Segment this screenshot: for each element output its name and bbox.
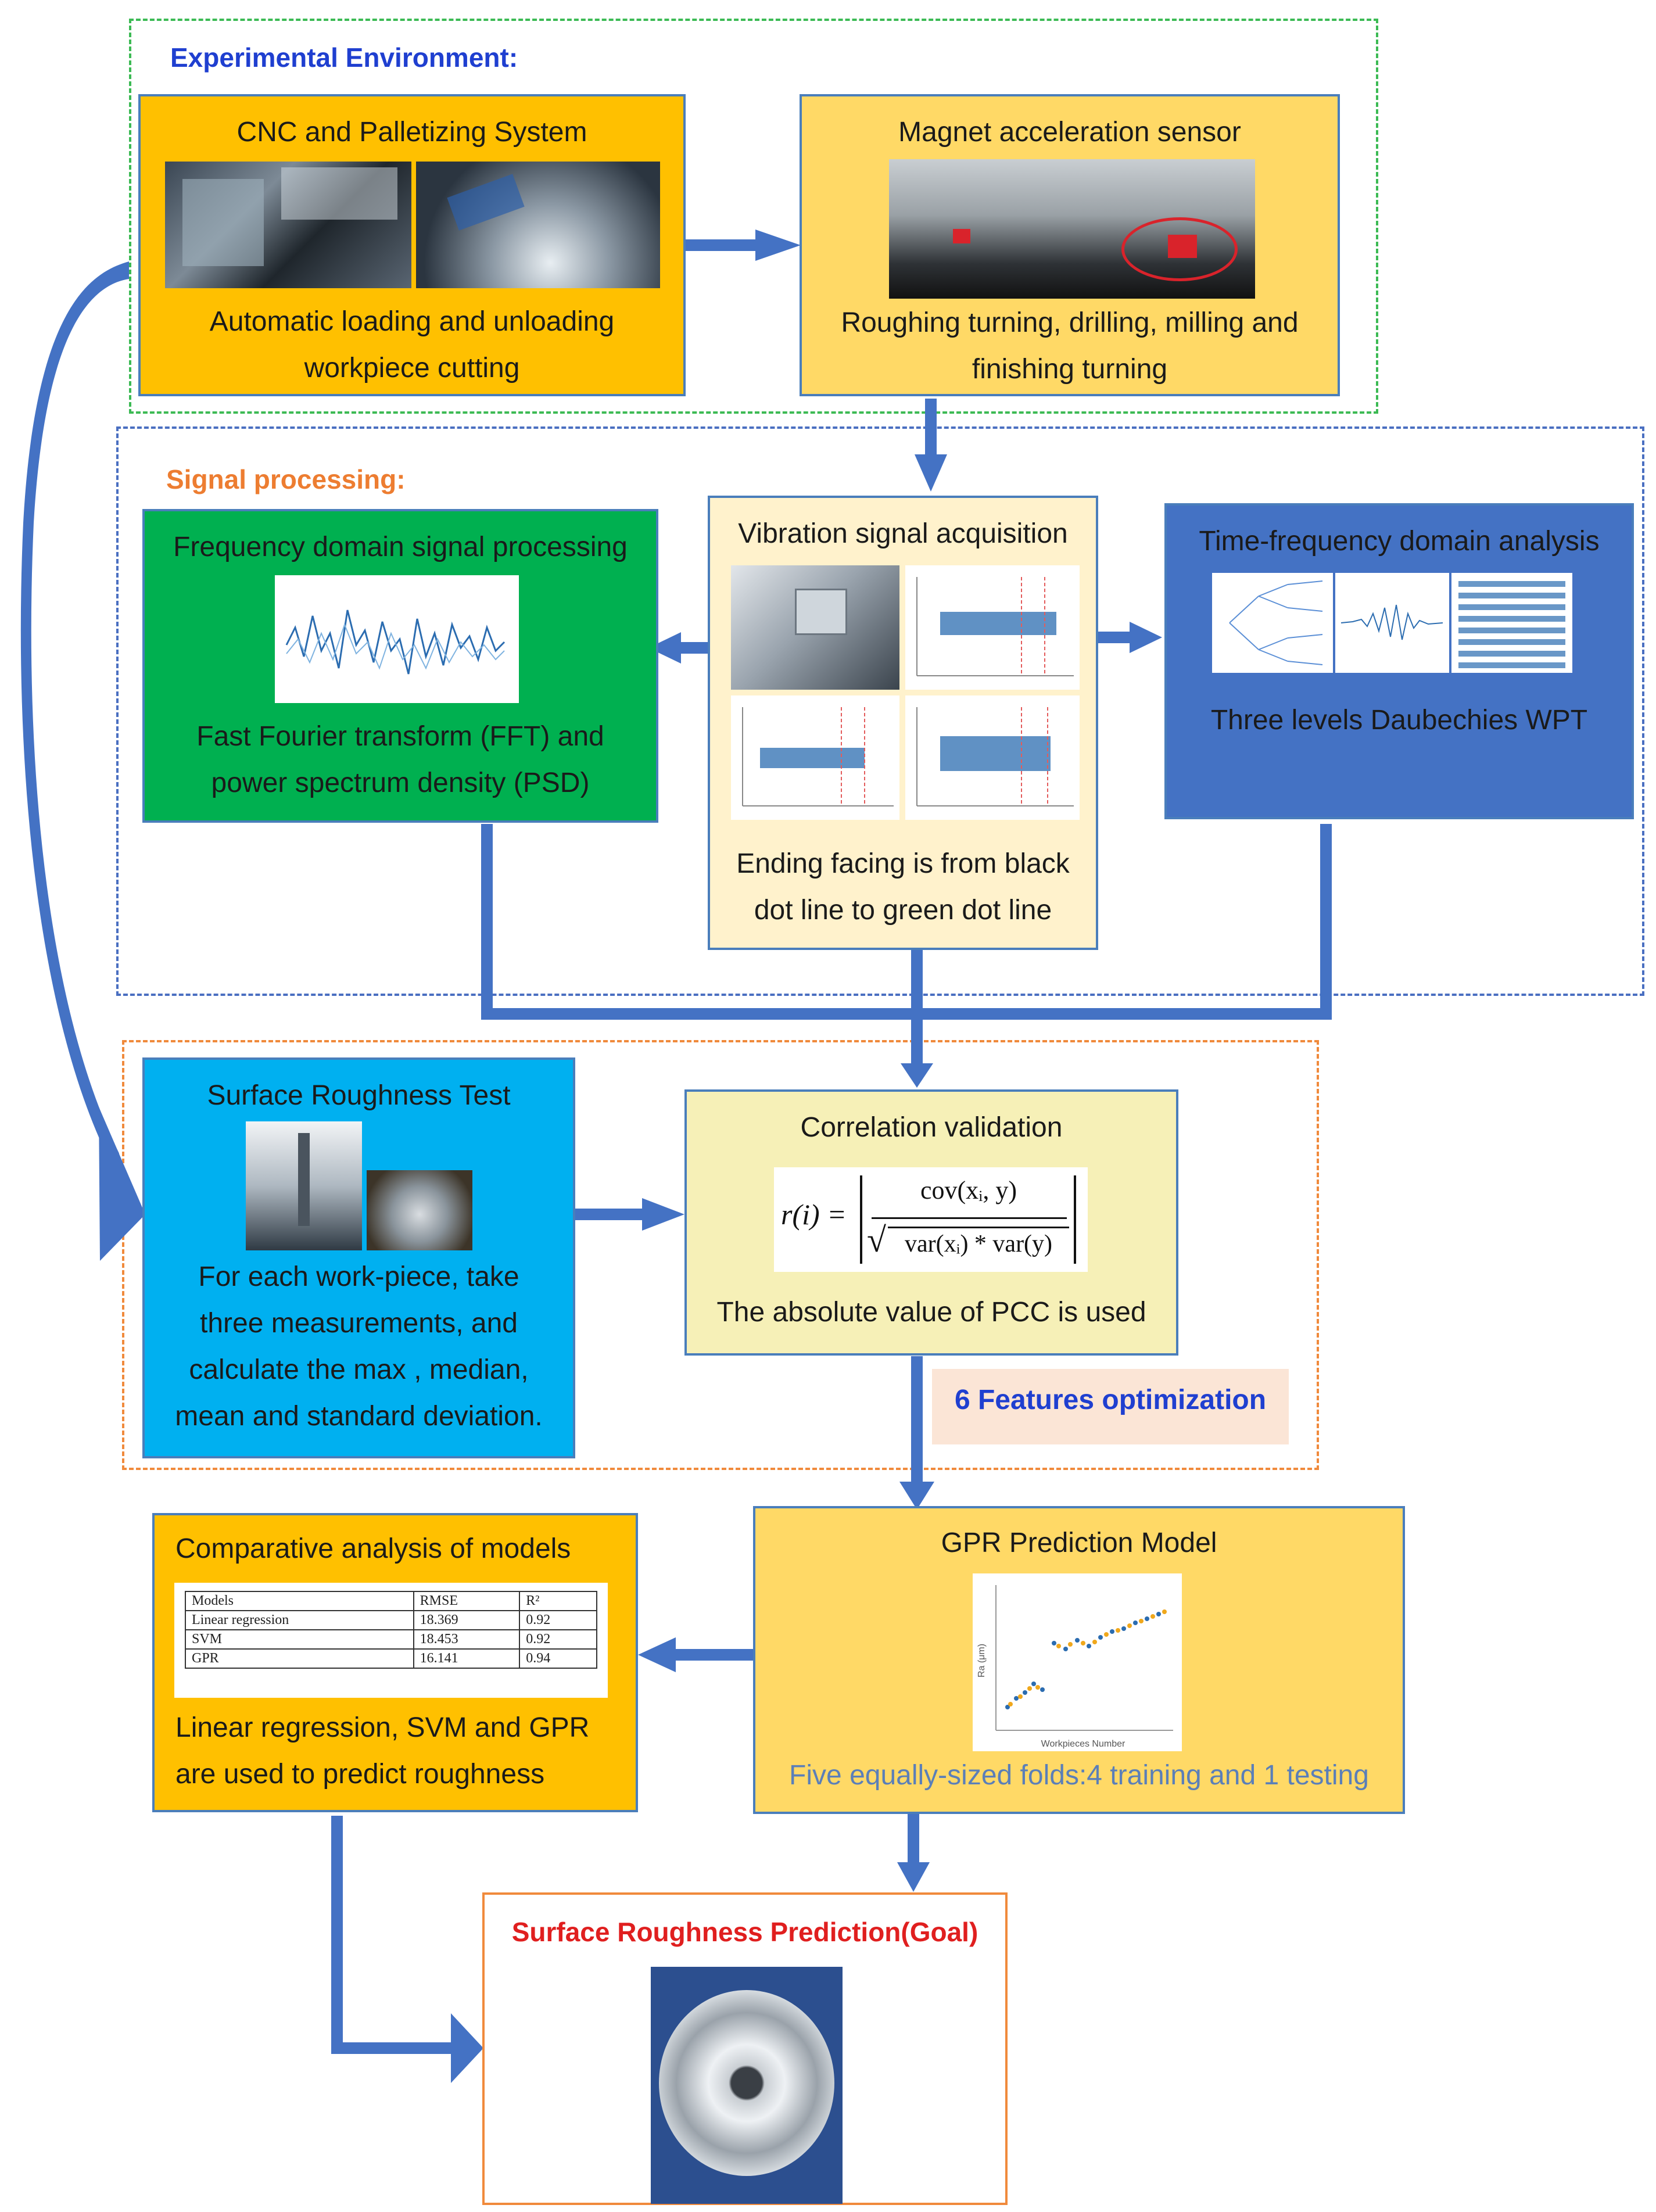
formula-sqrt-sign: √ bbox=[867, 1221, 886, 1259]
correlation-validation-box: Correlation validation r(i) = cov(xᵢ, y)… bbox=[684, 1089, 1178, 1356]
vibration-plot-1 bbox=[905, 565, 1080, 690]
cell-model: GPR bbox=[185, 1648, 414, 1669]
time-frequency-box: Time-frequency domain analysis Thr bbox=[1164, 503, 1634, 819]
frequency-domain-box: Frequency domain signal processing Fast … bbox=[142, 509, 658, 823]
cell-rmse: 16.141 bbox=[413, 1648, 521, 1669]
formula-denominator: var(xᵢ) * var(y) bbox=[904, 1231, 1053, 1257]
cell-r2: 0.92 bbox=[519, 1610, 597, 1630]
cnc-palletizing-box: CNC and Palletizing System Automatic loa… bbox=[138, 94, 686, 396]
wpt-signal-plot bbox=[1335, 573, 1449, 673]
magnet-box-line1: Roughing turning, drilling, milling and bbox=[841, 307, 1299, 338]
pcc-formula: r(i) = cov(xᵢ, y) √ var(xᵢ) * var(y) bbox=[774, 1167, 1088, 1272]
finished-workpiece-photo bbox=[651, 1967, 843, 2204]
compare-box-title: Comparative analysis of models bbox=[175, 1533, 571, 1564]
srt-box-line1: For each work-piece, take bbox=[198, 1261, 519, 1292]
roughness-correlation-frame bbox=[122, 1040, 1319, 1470]
srt-box-title: Surface Roughness Test bbox=[207, 1080, 511, 1111]
header-rmse: RMSE bbox=[413, 1591, 521, 1611]
cnc-machine-photo-right bbox=[416, 162, 660, 288]
vibration-plot-3 bbox=[905, 695, 1080, 820]
cell-r2: 0.92 bbox=[519, 1629, 597, 1650]
tf-box-title: Time-frequency domain analysis bbox=[1199, 526, 1600, 557]
gpr-prediction-box: GPR Prediction Model Workpieces Number R… bbox=[753, 1506, 1405, 1814]
vibration-plot-2 bbox=[731, 695, 899, 820]
table-row: SVM 18.453 0.92 bbox=[185, 1629, 597, 1650]
formula-abs-left bbox=[860, 1175, 862, 1264]
experimental-environment-title: Experimental Environment: bbox=[170, 42, 518, 73]
cnc-box-line2: workpiece cutting bbox=[304, 353, 520, 383]
gpr-box-caption: Five equally-sized folds:4 training and … bbox=[789, 1760, 1369, 1791]
freq-box-title: Frequency domain signal processing bbox=[173, 532, 628, 562]
features-optimization-text: 6 Features optimization bbox=[954, 1385, 1267, 1415]
gpr-box-title: GPR Prediction Model bbox=[941, 1528, 1217, 1558]
models-table-panel: Models RMSE R² Linear regression 18.369 … bbox=[174, 1583, 608, 1698]
vib-box-line1: Ending facing is from black bbox=[736, 848, 1070, 879]
cell-rmse: 18.453 bbox=[413, 1629, 521, 1650]
vib-box-title: Vibration signal acquisition bbox=[738, 518, 1068, 549]
features-optimization-label: 6 Features optimization bbox=[932, 1369, 1289, 1444]
vibration-acquisition-box: Vibration signal acquisition Endin bbox=[708, 496, 1098, 950]
gpr-plot-ylabel: Ra (μm) bbox=[977, 1644, 987, 1677]
gpr-scatter-plot: Workpieces Number Ra (μm) bbox=[973, 1573, 1182, 1751]
corr-box-title: Correlation validation bbox=[800, 1112, 1063, 1143]
magnet-box-title: Magnet acceleration sensor bbox=[898, 117, 1241, 148]
srt-box-line4: mean and standard deviation. bbox=[175, 1401, 543, 1432]
models-table-header: Models RMSE R² bbox=[185, 1591, 597, 1611]
cnc-machine-photo-left bbox=[165, 162, 411, 288]
vibration-machine-photo bbox=[731, 565, 899, 690]
formula-numerator: cov(xᵢ, y) bbox=[920, 1176, 1017, 1204]
cell-r2: 0.94 bbox=[519, 1648, 597, 1669]
models-table: Models RMSE R² Linear regression 18.369 … bbox=[185, 1591, 597, 1669]
magnet-sensor-box: Magnet acceleration sensor Roughing turn… bbox=[800, 94, 1340, 396]
gpr-plot-xlabel: Workpieces Number bbox=[1041, 1739, 1125, 1749]
srt-box-line3: calculate the max , median, bbox=[189, 1354, 529, 1385]
formula-sqrt-bar bbox=[888, 1227, 1069, 1228]
srt-box-line2: three measurements, and bbox=[200, 1308, 518, 1339]
corr-box-caption: The absolute value of PCC is used bbox=[716, 1297, 1146, 1328]
header-r2: R² bbox=[519, 1591, 597, 1611]
magnet-sensor-photo bbox=[889, 159, 1255, 299]
cell-rmse: 18.369 bbox=[413, 1610, 521, 1630]
cell-model: Linear regression bbox=[185, 1610, 414, 1630]
header-models: Models bbox=[185, 1591, 414, 1611]
formula-fraction-bar bbox=[872, 1217, 1067, 1219]
wpt-tree-plot bbox=[1212, 573, 1333, 673]
table-row: Linear regression 18.369 0.92 bbox=[185, 1610, 597, 1630]
wpt-subbands-plot bbox=[1451, 573, 1572, 673]
cell-model: SVM bbox=[185, 1629, 414, 1650]
signal-processing-frame bbox=[116, 426, 1644, 996]
tf-box-line1: Three levels Daubechies WPT bbox=[1210, 705, 1588, 736]
formula-lhs: r(i) = bbox=[781, 1198, 847, 1231]
freq-box-line1: Fast Fourier transform (FFT) and bbox=[196, 721, 604, 752]
compare-box-line2: are used to predict roughness bbox=[175, 1759, 545, 1790]
vib-box-line2: dot line to green dot line bbox=[754, 895, 1052, 926]
compare-box-line1: Linear regression, SVM and GPR bbox=[175, 1712, 590, 1743]
freq-box-line2: power spectrum density (PSD) bbox=[211, 768, 590, 798]
roughness-tester-photo bbox=[246, 1121, 362, 1250]
magnet-box-line2: finishing turning bbox=[972, 354, 1168, 385]
cnc-box-line1: Automatic loading and unloading bbox=[209, 306, 615, 337]
table-row: GPR 16.141 0.94 bbox=[185, 1648, 597, 1669]
comparative-analysis-box: Comparative analysis of models Models RM… bbox=[152, 1513, 638, 1812]
surface-roughness-test-box: Surface Roughness Test For each work-pie… bbox=[142, 1057, 575, 1458]
formula-abs-right bbox=[1074, 1175, 1076, 1264]
fft-psd-plot bbox=[275, 575, 519, 703]
roughness-sample-photo bbox=[367, 1170, 472, 1250]
cnc-box-title: CNC and Palletizing System bbox=[236, 117, 587, 148]
goal-box-title: Surface Roughness Prediction(Goal) bbox=[511, 1917, 978, 1947]
goal-box: Surface Roughness Prediction(Goal) bbox=[482, 1892, 1008, 2205]
signal-processing-title: Signal processing: bbox=[166, 464, 406, 494]
experimental-environment-frame bbox=[129, 19, 1378, 414]
